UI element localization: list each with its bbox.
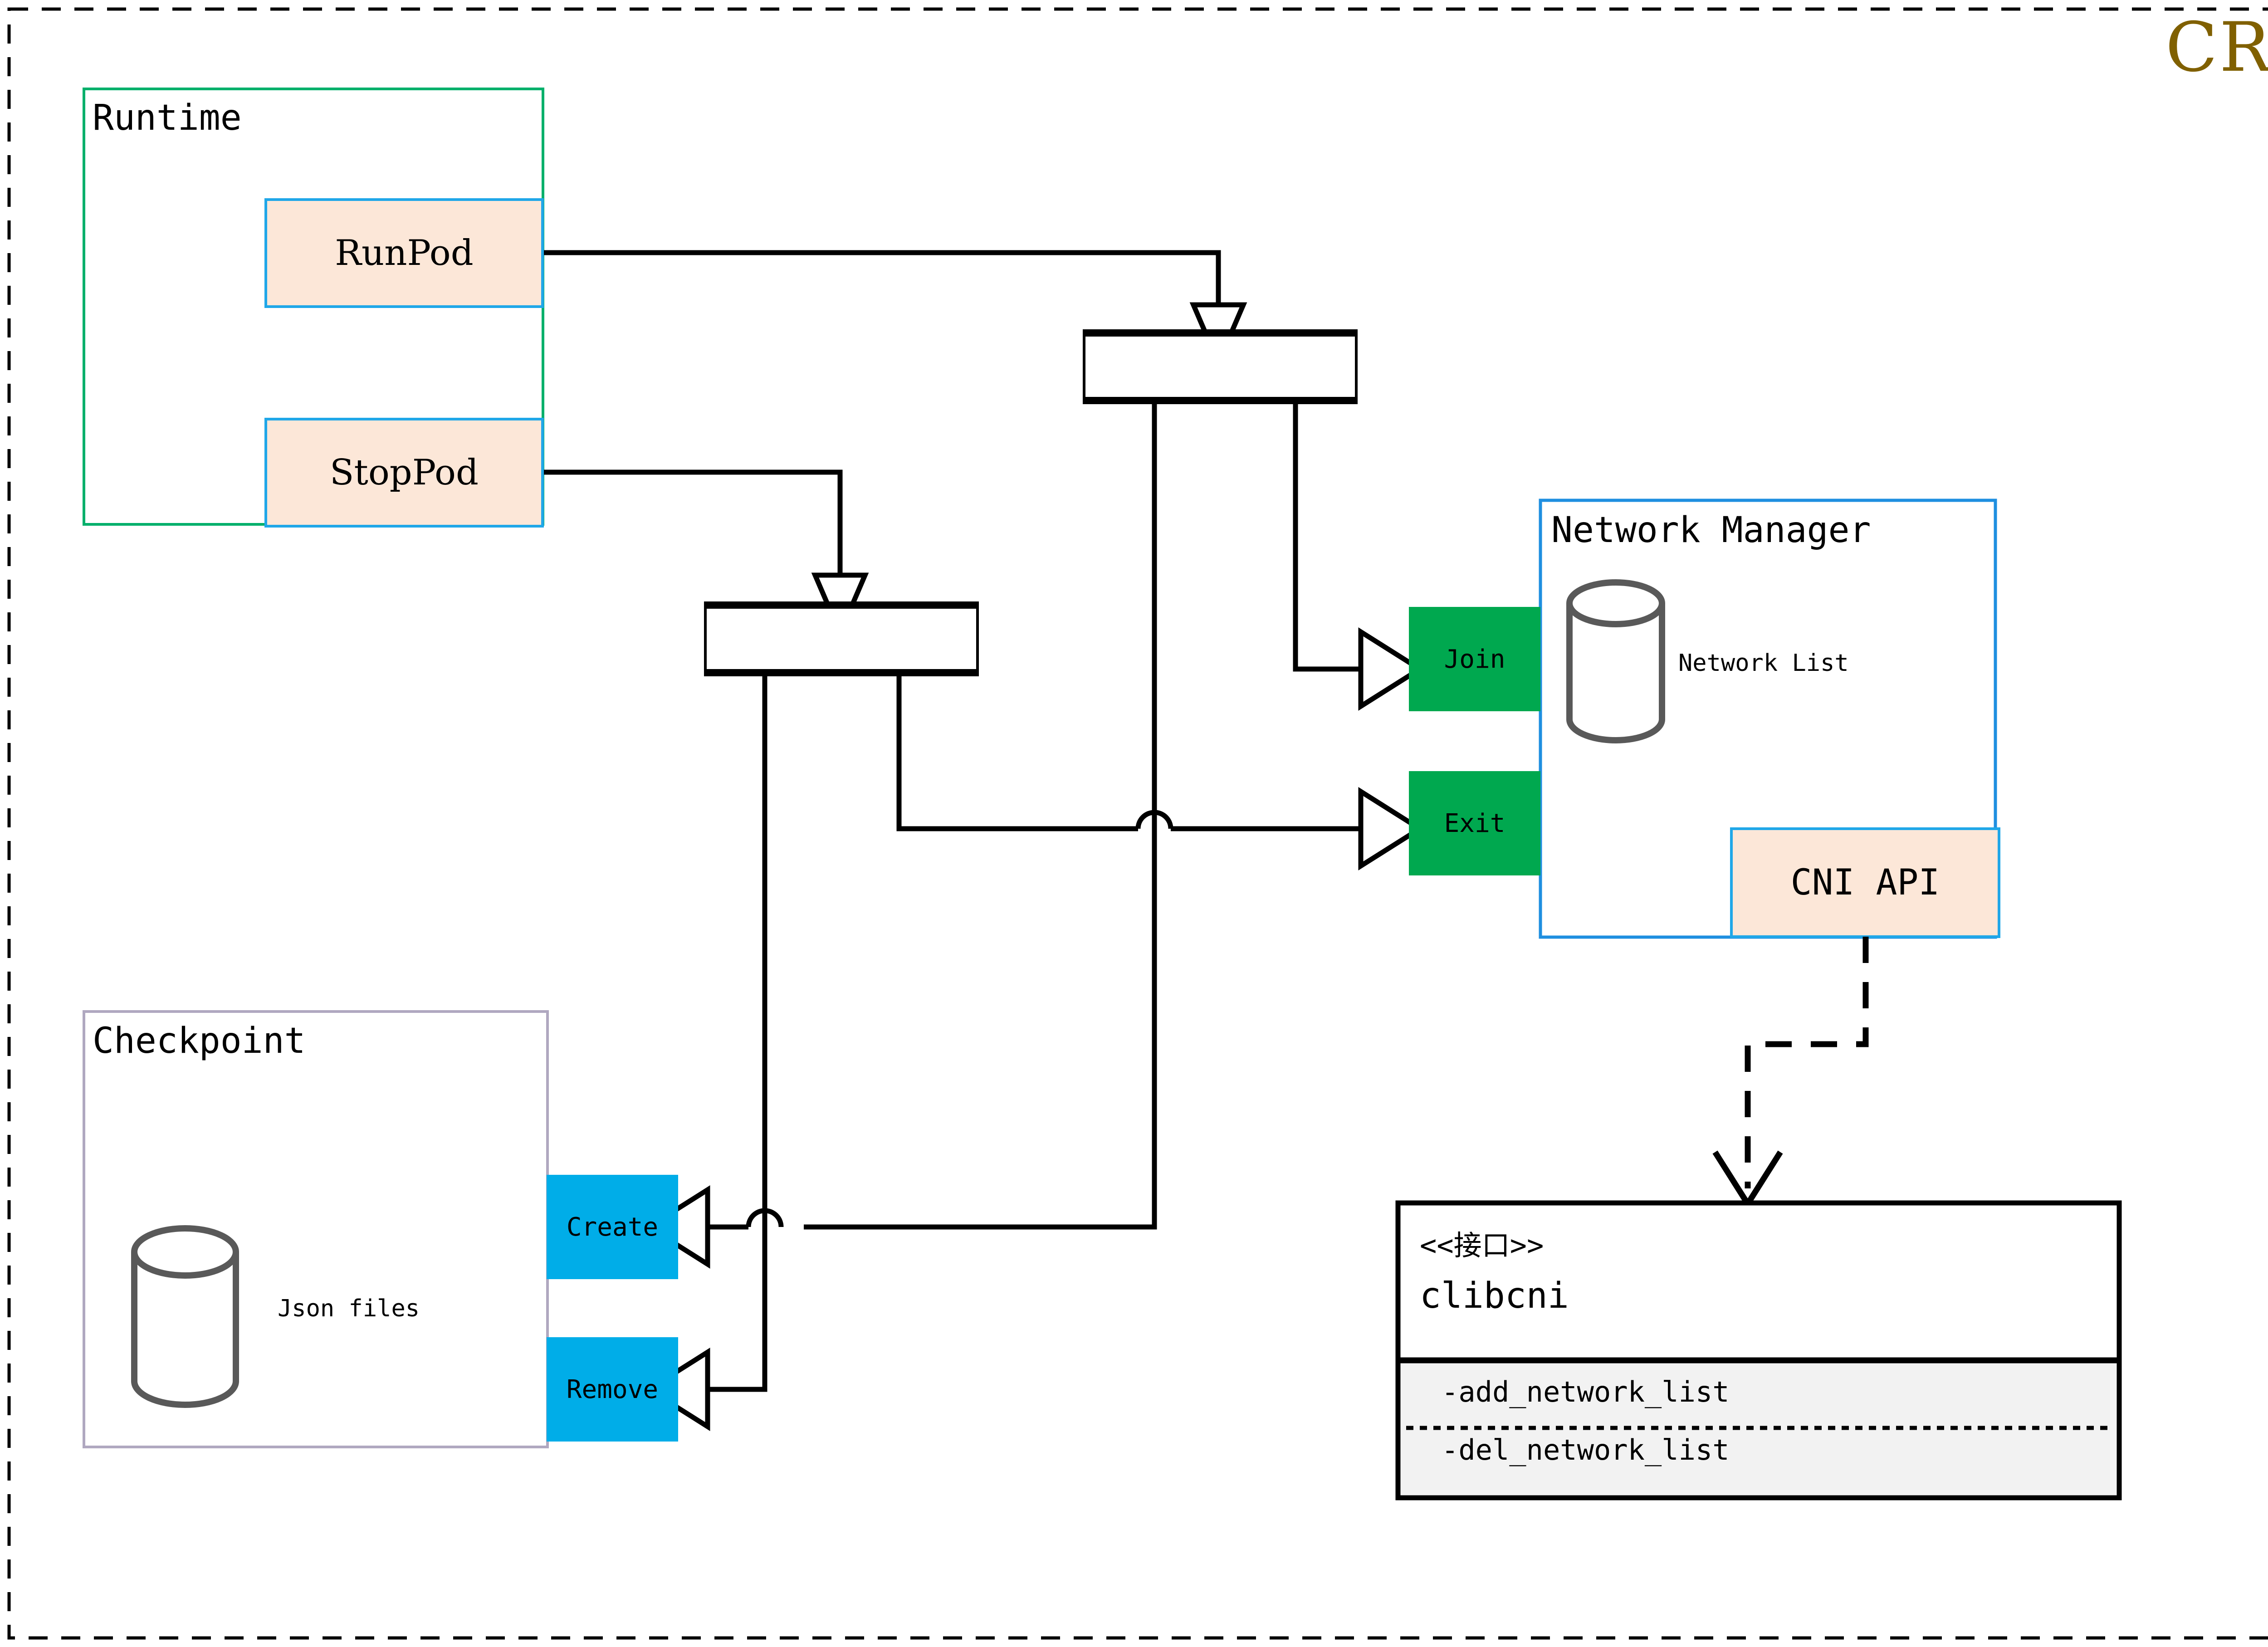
- edge-forktop-to-create: [804, 401, 1157, 1230]
- fork-bars: [704, 329, 1358, 676]
- runpod-label: RunPod: [335, 233, 474, 274]
- page-title: CRI: [2165, 8, 2268, 87]
- json-files-cylinder-icon: [131, 1225, 239, 1408]
- edge-runpod-to-fork-top: [543, 250, 1221, 305]
- stoppod-label: StopPod: [330, 452, 479, 493]
- join-box[interactable]: [1409, 607, 1540, 711]
- clibcni-operation-add: -add_network_list: [1442, 1375, 1730, 1408]
- fork-bar-left: [704, 602, 979, 675]
- arrowheads: [644, 302, 1425, 1431]
- cni-api-box[interactable]: [1730, 827, 2000, 938]
- edge-cniapi-to-clibcni: [1745, 937, 1869, 1188]
- create-box[interactable]: [547, 1175, 678, 1279]
- clibcni-stereotype: <<接口>>: [1420, 1229, 1544, 1262]
- clibcni-operation-del: -del_network_list: [1442, 1433, 1730, 1466]
- fork-bar-top: [1083, 330, 1358, 403]
- remove-box[interactable]: [547, 1337, 678, 1442]
- network-manager-group-label: Network Manager: [1551, 510, 1871, 551]
- outer-frame: [7, 7, 2268, 1640]
- create-label: Create: [566, 1212, 659, 1242]
- arrowhead-into-exit: [1358, 787, 1425, 870]
- stoppod-box[interactable]: [264, 418, 544, 528]
- edge-forkleft-to-exit-a: [896, 669, 1138, 831]
- hop-exit-over-vertical: [1135, 810, 1173, 829]
- json-files-label: Json files: [278, 1295, 420, 1322]
- exit-box[interactable]: [1409, 771, 1540, 875]
- exit-label: Exit: [1444, 808, 1505, 838]
- edge-stoppod-to-fork-left: [543, 469, 843, 575]
- remove-label: Remove: [566, 1374, 659, 1404]
- clibcni-name: clibcni: [1420, 1276, 1569, 1316]
- arrowhead-into-join: [1358, 627, 1425, 711]
- edge-forkleft-to-remove: [708, 669, 767, 1392]
- edge-forktop-to-join: [1293, 401, 1361, 672]
- join-label: Join: [1444, 644, 1505, 674]
- runtime-group-label: Runtime: [93, 98, 242, 138]
- network-list-cylinder-icon: [1566, 579, 1665, 743]
- connector-lines: [543, 250, 1361, 1392]
- network-list-label: Network List: [1678, 650, 1849, 677]
- cni-api-label: CNI API: [1790, 862, 1940, 903]
- checkpoint-group-label: Checkpoint: [93, 1021, 306, 1061]
- runpod-box[interactable]: [264, 198, 544, 308]
